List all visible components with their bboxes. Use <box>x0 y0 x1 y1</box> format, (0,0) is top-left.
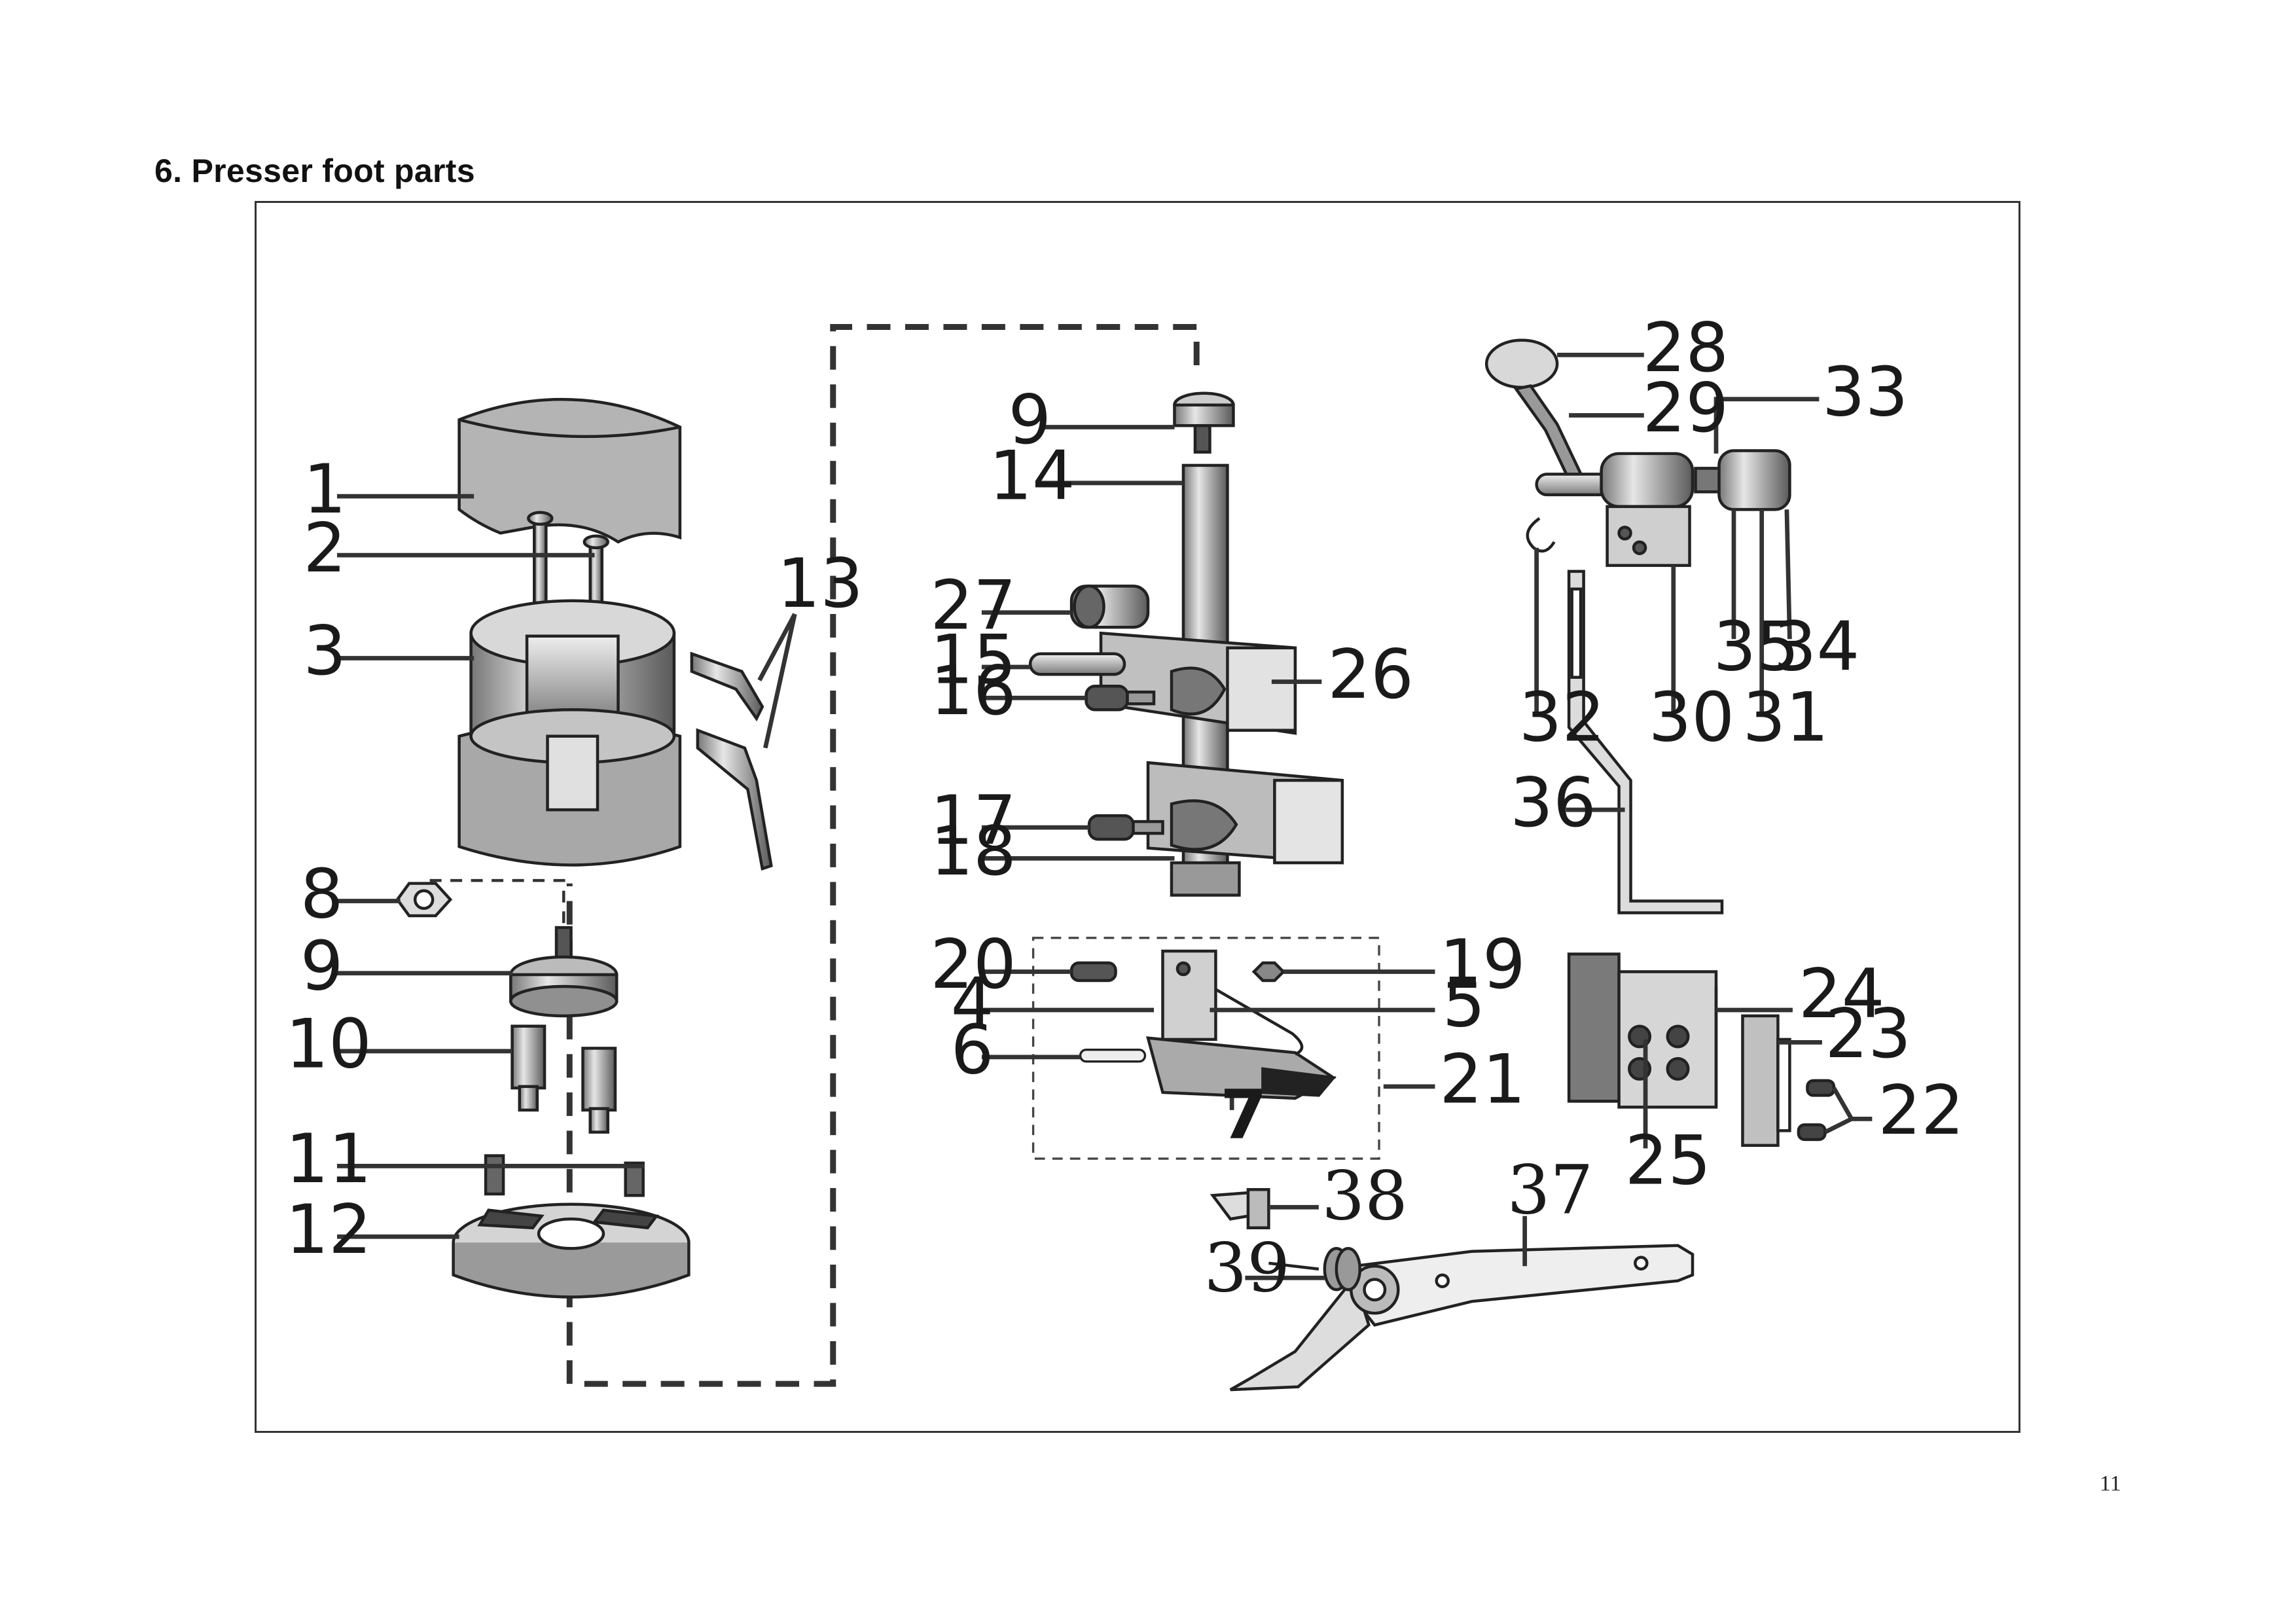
presser-foot-part <box>1145 949 1336 1100</box>
bushing-part <box>1069 585 1150 629</box>
callout-4: 4 <box>951 964 994 1043</box>
callout-15: 15 <box>930 621 1016 700</box>
callout-9-upper: 9 <box>1008 381 1051 460</box>
page-number: 11 <box>2100 1471 2121 1496</box>
callout-7: 7 <box>1220 1076 1267 1155</box>
callout-38: 38 <box>1321 1157 1408 1235</box>
leader-lines <box>336 352 1873 1280</box>
callout-33: 33 <box>1822 353 1909 431</box>
hinge-pin-part <box>1079 1048 1147 1063</box>
callout-35: 35 <box>1713 607 1800 686</box>
callout-26: 26 <box>1327 636 1414 714</box>
callout-30: 30 <box>1649 678 1735 757</box>
adjuster-top-part <box>1173 391 1235 454</box>
callout-39: 39 <box>1204 1229 1290 1307</box>
upper-guide-block-part <box>1099 631 1297 735</box>
nut-part <box>395 882 453 918</box>
pin-part <box>1028 652 1126 676</box>
callout-27: 27 <box>930 567 1016 645</box>
callout-20: 20 <box>930 926 1016 1004</box>
callout-13: 13 <box>777 545 863 623</box>
callout-8: 8 <box>300 855 344 933</box>
lever-bracket-part <box>1567 569 1724 914</box>
retaining-ring-part <box>1526 517 1556 553</box>
tension-stud-part <box>690 651 773 871</box>
callout-25: 25 <box>1625 1121 1712 1200</box>
lower-guide-block-part <box>1146 761 1344 897</box>
callout-12: 12 <box>285 1191 372 1269</box>
callout-29: 29 <box>1643 369 1729 448</box>
callout-31: 31 <box>1742 678 1829 757</box>
callout-11: 11 <box>285 1120 372 1199</box>
callout-21: 21 <box>1439 1041 1526 1119</box>
callout-14: 14 <box>989 437 1075 516</box>
lifter-spring-part <box>1268 1246 1362 1291</box>
spacers-part <box>511 1024 617 1134</box>
bottom-plate-part <box>452 1202 691 1299</box>
base-cylinder-part <box>457 599 682 867</box>
callout-24: 24 <box>1799 955 1885 1034</box>
adjuster-part <box>509 926 619 1018</box>
callout-9: 9 <box>300 927 344 1005</box>
cover-cylinder-part <box>457 397 682 544</box>
callout-10: 10 <box>285 1005 372 1084</box>
callout-3: 3 <box>303 612 346 691</box>
guide-screws-part <box>1797 1079 1836 1142</box>
callout-2: 2 <box>303 509 346 588</box>
lifter-arm-part <box>1229 1244 1695 1392</box>
callout-6: 6 <box>951 1011 994 1090</box>
page-title: 6. Presser foot parts <box>154 153 475 189</box>
callout-numbers: 1 2 3 13 8 9 10 11 12 9 14 27 15 16 26 1… <box>285 309 1964 1307</box>
callout-16: 16 <box>930 652 1016 731</box>
callout-34: 34 <box>1774 607 1860 686</box>
callout-28: 28 <box>1643 309 1729 388</box>
lever-shaft-part <box>1535 449 1791 568</box>
callout-5: 5 <box>1443 964 1486 1043</box>
lifter-pin-part <box>1210 1188 1270 1230</box>
screw-16-part <box>1085 684 1156 712</box>
nut-guide-dashed <box>429 878 565 931</box>
guide-plate-part <box>1567 952 1718 1109</box>
callout-17: 17 <box>930 782 1016 860</box>
short-screws-part <box>484 1154 645 1197</box>
guide-strip-part <box>1741 1014 1791 1147</box>
callout-22: 22 <box>1878 1072 1964 1150</box>
callout-1: 1 <box>303 450 346 529</box>
callout-19: 19 <box>1439 926 1526 1004</box>
callout-36: 36 <box>1510 764 1596 842</box>
callout-37: 37 <box>1507 1151 1594 1229</box>
callout-18: 18 <box>930 812 1016 891</box>
callout-32: 32 <box>1519 678 1605 757</box>
assembly-dashed-path <box>566 324 1200 1387</box>
callout-23: 23 <box>1825 995 1911 1074</box>
